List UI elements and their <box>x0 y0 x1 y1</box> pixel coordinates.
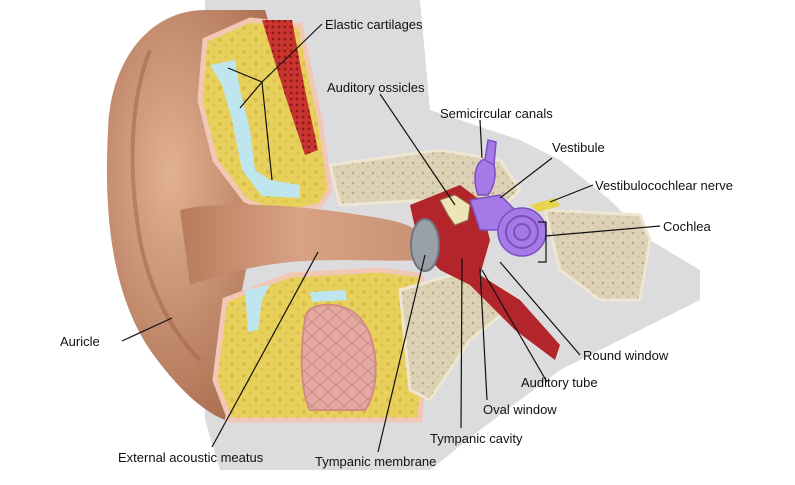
tympanic-membrane-shape <box>410 218 440 272</box>
label-semicircular-canals: Semicircular canals <box>440 106 553 121</box>
leader-lines <box>121 23 661 453</box>
label-vestibulocochlear-nerve: Vestibulocochlear nerve <box>595 178 734 193</box>
label-tympanic-cavity: Tympanic cavity <box>430 431 523 446</box>
label-auditory-ossicles: Auditory ossicles <box>327 80 425 95</box>
label-cochlea: Cochlea <box>663 219 711 234</box>
ear-canal <box>180 204 420 285</box>
label-auditory-tube: Auditory tube <box>521 375 598 390</box>
label-elastic-cartilages: Elastic cartilages <box>325 17 423 32</box>
muscle-tissue <box>300 303 377 411</box>
label-tympanic-membrane: Tympanic membrane <box>315 454 437 469</box>
upper-cartilage <box>210 60 300 198</box>
temporal-bone-right <box>543 208 652 302</box>
lower-cartilage <box>245 285 270 332</box>
label-round-window: Round window <box>583 348 669 363</box>
lower-cartilage-2 <box>310 290 347 302</box>
ossicles-shape <box>439 194 471 226</box>
tympanic-cavity-shape <box>410 185 560 360</box>
label-oval-window: Oval window <box>483 402 557 417</box>
label-auricle: Auricle <box>60 334 100 349</box>
cochlea-spiral-1 <box>505 215 539 249</box>
label-external-acoustic-meatus: External acoustic meatus <box>118 450 264 465</box>
upper-blood-vessel <box>262 20 318 155</box>
label-vestibule: Vestibule <box>552 140 605 155</box>
cochlea-spiral-2 <box>513 223 531 241</box>
auricle-fold <box>130 49 202 362</box>
temporal-bone-upper <box>328 148 522 207</box>
